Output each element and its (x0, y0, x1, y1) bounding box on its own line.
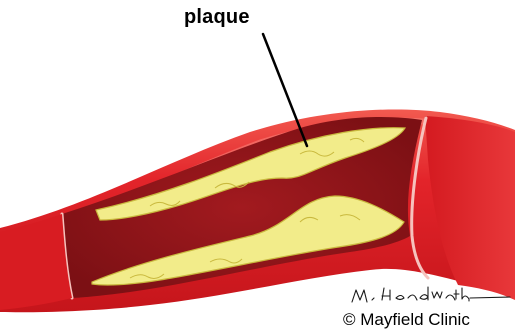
plaque-label: plaque (184, 6, 250, 29)
copyright-credit: © Mayfield Clinic (343, 310, 470, 330)
